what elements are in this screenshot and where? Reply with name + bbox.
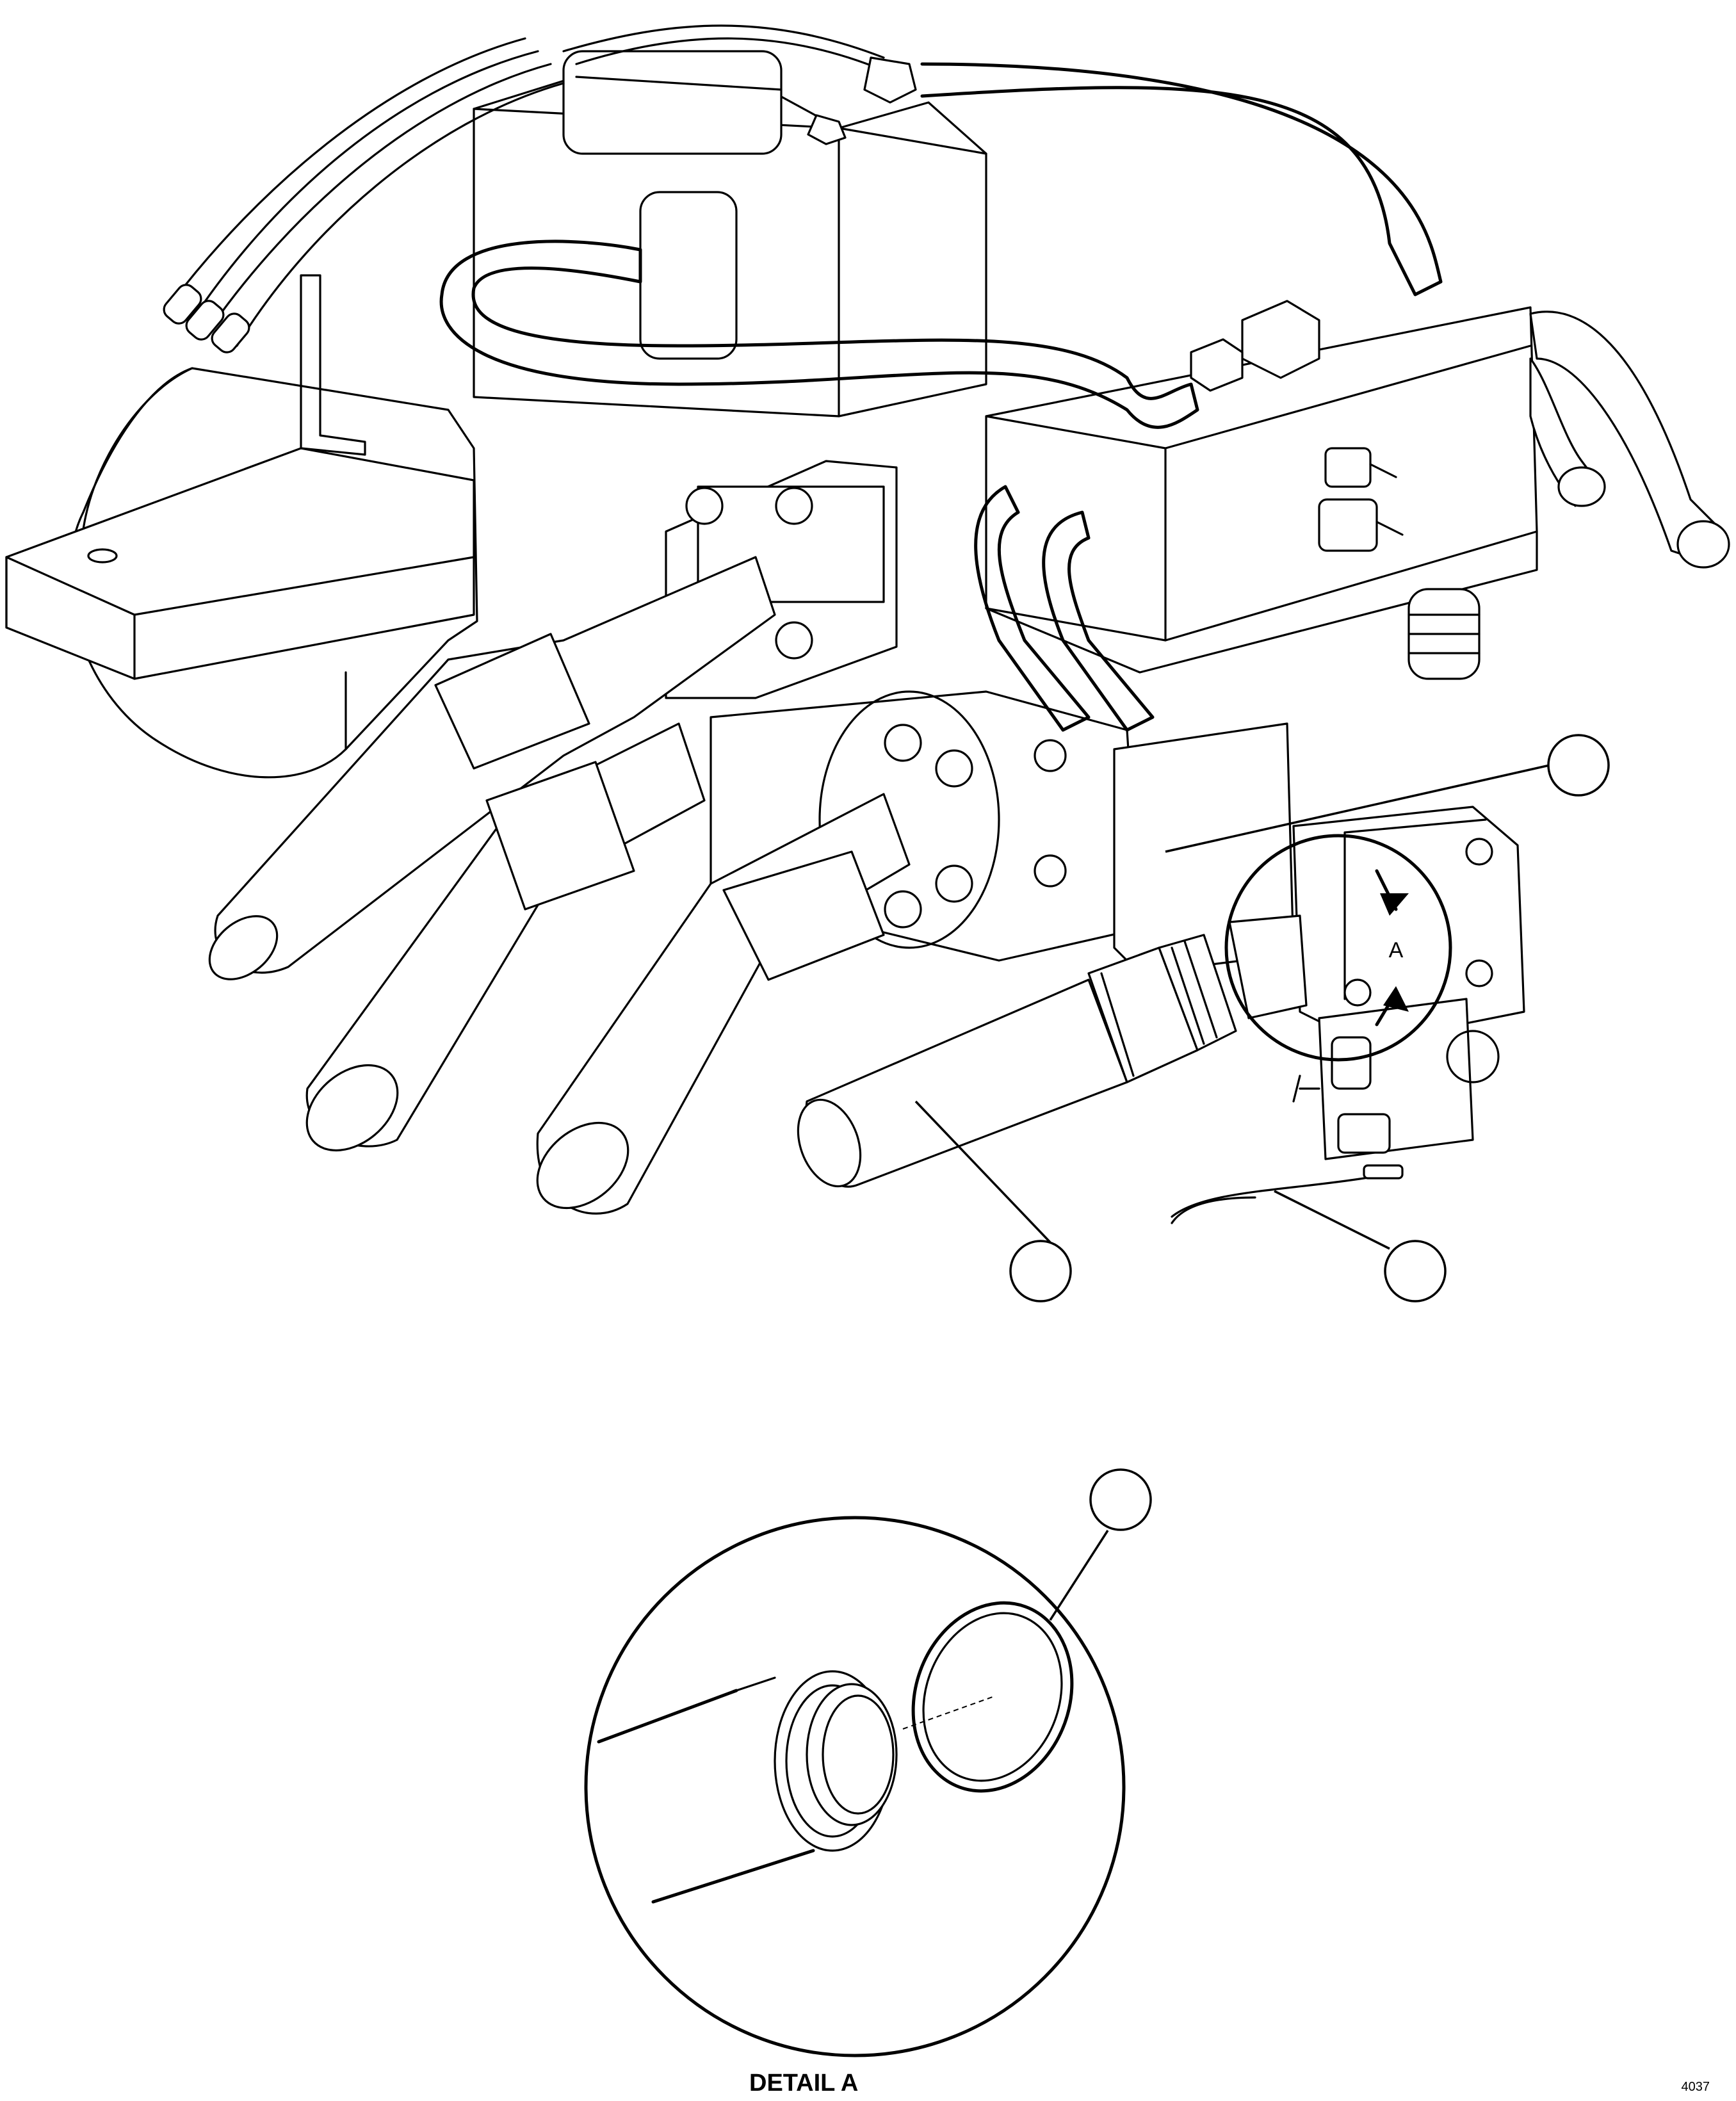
detail-a-marker: A — [1224, 834, 1452, 1062]
drawing-number: 4037 — [1682, 2080, 1710, 2094]
callout-balloon-o-ring — [1049, 1468, 1152, 1621]
o-ring — [911, 1601, 1074, 1793]
detail-marker-letter: A — [1389, 938, 1404, 962]
suction-hoses — [208, 556, 911, 1215]
hose-bundle — [163, 24, 917, 353]
detail-caption: DETAIL A — [749, 2070, 858, 2097]
right-manifold-block — [985, 300, 1538, 680]
callout-balloon-lead — [1274, 1190, 1447, 1302]
outlet-hose — [797, 914, 1308, 1188]
mounting-bracket — [5, 274, 475, 680]
top-hose-loop — [439, 62, 1443, 429]
right-return-hoses — [1529, 311, 1730, 569]
detail-a-view — [584, 1468, 1152, 2057]
sensor-lead — [1171, 1164, 1404, 1224]
main-assembly-view: A — [5, 24, 1730, 1302]
tube-fitting — [597, 1670, 898, 1904]
pressure-lines — [974, 485, 1155, 732]
gear-pump — [1113, 722, 1525, 1160]
pressure-fitting — [1318, 447, 1404, 552]
upper-valve-block — [473, 50, 987, 418]
callout-balloon-hose — [914, 1100, 1072, 1302]
coil-accumulator — [1407, 588, 1480, 680]
callout-balloon-upper-right — [1165, 734, 1610, 853]
